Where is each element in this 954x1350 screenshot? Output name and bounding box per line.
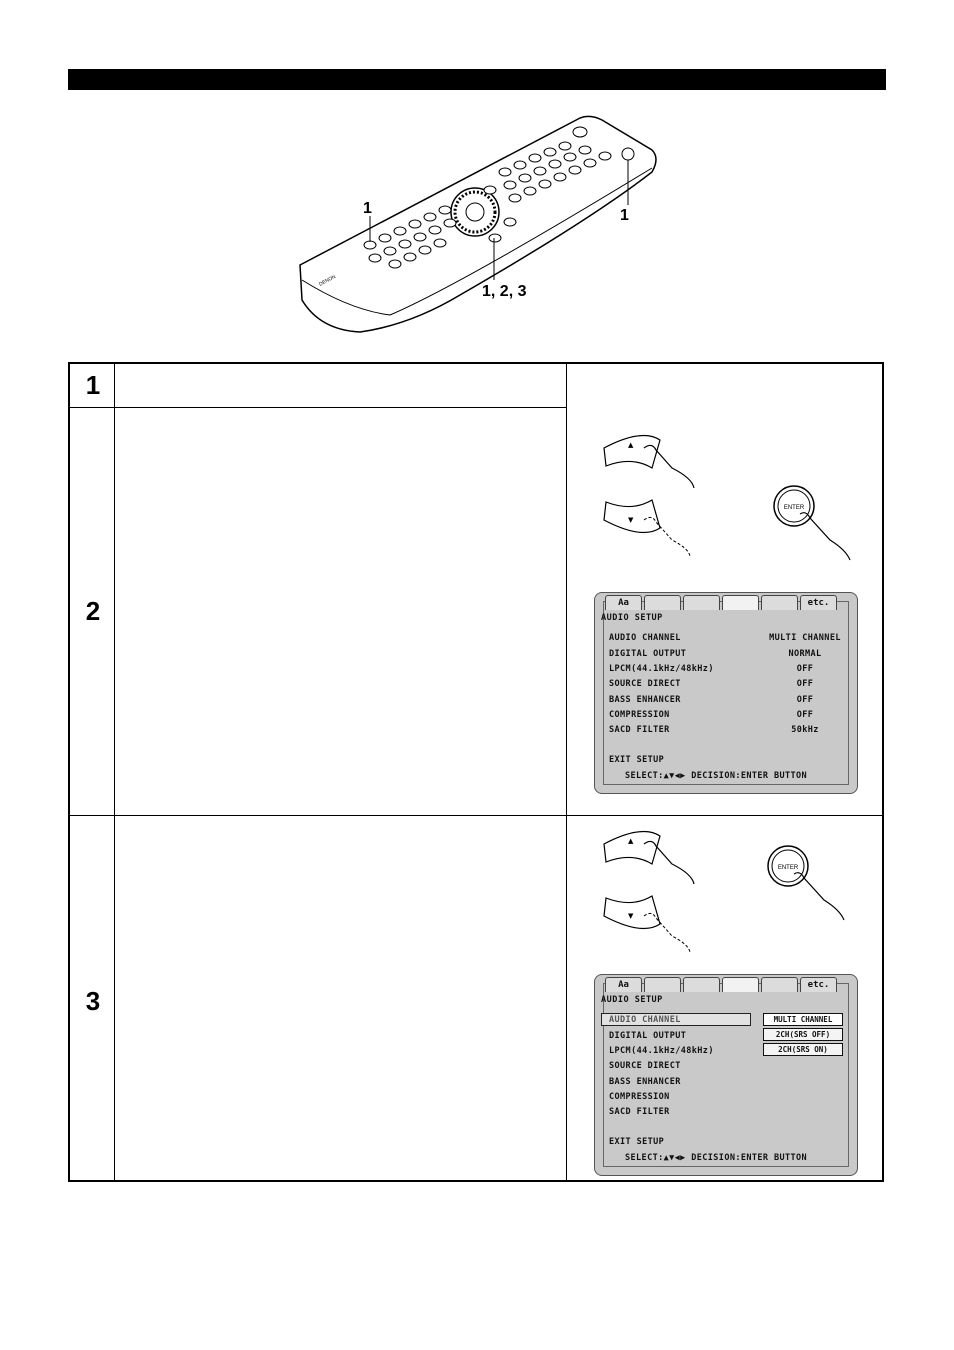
osd-row-label: SOURCE DIRECT bbox=[609, 679, 681, 689]
steps-table: 1 2 3 ▲ ▼ ENTER Aa etc. AUDIO SETUP AUDI… bbox=[68, 362, 884, 1182]
cursor-buttons-illustration: ▲ ▼ bbox=[603, 830, 695, 953]
osd-row-value: OFF bbox=[796, 664, 814, 674]
steps-illustration-divider bbox=[566, 364, 567, 1180]
osd-option-2ch-srs-off: 2CH(SRS OFF) bbox=[763, 1028, 843, 1041]
osd-title: AUDIO SETUP bbox=[601, 995, 663, 1005]
cursor-buttons-illustration: ▲ ▼ bbox=[603, 434, 695, 557]
osd-tab-language: Aa bbox=[605, 595, 642, 610]
enter-label: ENTER bbox=[778, 865, 799, 871]
osd-row-label: BASS ENHANCER bbox=[609, 695, 681, 705]
osd-row-highlight bbox=[601, 1013, 751, 1026]
osd-audio-channel-screen: Aa etc. AUDIO SETUP AUDIO CHANNEL DIGITA… bbox=[594, 974, 858, 1176]
enter-button-illustration: ENTER bbox=[773, 485, 851, 561]
osd-footer: SELECT:▲▼◀▶ DECISION:ENTER BUTTON bbox=[625, 771, 808, 781]
osd-exit-setup: EXIT SETUP bbox=[609, 1137, 665, 1147]
osd-row-value: NORMAL bbox=[788, 649, 822, 659]
down-arrow-icon: ▼ bbox=[628, 912, 634, 920]
row-divider-1 bbox=[70, 407, 566, 408]
callout-left: 1 bbox=[363, 200, 372, 217]
step-number-2: 2 bbox=[85, 596, 101, 626]
callout-bottom: 1, 2, 3 bbox=[482, 283, 527, 300]
callout-right: 1 bbox=[620, 207, 629, 224]
osd-tab-audio bbox=[722, 595, 759, 610]
osd-row-label: DIGITAL OUTPUT bbox=[609, 649, 687, 659]
osd-row-value: OFF bbox=[796, 710, 814, 720]
osd-tab-etc: etc. bbox=[800, 595, 837, 610]
osd-option-multi-channel: MULTI CHANNEL bbox=[763, 1013, 843, 1026]
osd-row-value: 50kHz bbox=[791, 725, 819, 735]
osd-option-2ch-srs-on: 2CH(SRS ON) bbox=[763, 1043, 843, 1056]
osd-exit-setup: EXIT SETUP bbox=[609, 755, 665, 765]
up-arrow-icon: ▲ bbox=[628, 837, 634, 845]
osd-tab-audio bbox=[722, 977, 759, 992]
osd-tab-key bbox=[761, 977, 798, 992]
osd-tab-disc bbox=[644, 595, 681, 610]
remote-control-illustration: DENON 1 1 1, 2, 3 bbox=[290, 110, 670, 335]
row-divider-2 bbox=[70, 815, 884, 816]
step-number-3: 3 bbox=[85, 986, 101, 1016]
osd-tab-bar: Aa etc. bbox=[605, 595, 837, 611]
osd-row-value: OFF bbox=[796, 695, 814, 705]
enter-button-illustration: ENTER bbox=[767, 845, 845, 921]
osd-row-label: SACD FILTER bbox=[609, 725, 670, 735]
osd-tab-video bbox=[683, 977, 720, 992]
osd-audio-setup-screen: Aa etc. AUDIO SETUP AUDIO CHANNEL MULTI … bbox=[594, 592, 858, 794]
osd-row-label: AUDIO CHANNEL bbox=[609, 1015, 681, 1025]
header-bar bbox=[68, 69, 886, 90]
osd-row-label: COMPRESSION bbox=[609, 1092, 670, 1102]
remote-control-icon: DENON bbox=[299, 115, 657, 333]
osd-tab-etc: etc. bbox=[800, 977, 837, 992]
up-arrow-icon: ▲ bbox=[628, 441, 634, 449]
osd-row-label: DIGITAL OUTPUT bbox=[609, 1031, 687, 1041]
osd-title: AUDIO SETUP bbox=[601, 613, 663, 623]
osd-tab-language: Aa bbox=[605, 977, 642, 992]
osd-tab-bar: Aa etc. bbox=[605, 977, 837, 993]
osd-row-label: BASS ENHANCER bbox=[609, 1077, 681, 1087]
osd-tab-key bbox=[761, 595, 798, 610]
osd-row-value: MULTI CHANNEL bbox=[769, 633, 841, 643]
osd-row-label: AUDIO CHANNEL bbox=[609, 633, 681, 643]
step-number-1: 1 bbox=[85, 370, 101, 400]
osd-tab-disc bbox=[644, 977, 681, 992]
osd-row-label: COMPRESSION bbox=[609, 710, 670, 720]
osd-row-label: LPCM(44.1kHz/48kHz) bbox=[609, 664, 714, 674]
osd-tab-video bbox=[683, 595, 720, 610]
enter-label: ENTER bbox=[784, 505, 805, 511]
osd-row-label: SOURCE DIRECT bbox=[609, 1061, 681, 1071]
osd-row-label: LPCM(44.1kHz/48kHz) bbox=[609, 1046, 714, 1056]
osd-row-label: SACD FILTER bbox=[609, 1107, 670, 1117]
steps-column-divider bbox=[114, 364, 115, 1180]
osd-row-value: OFF bbox=[796, 679, 814, 689]
down-arrow-icon: ▼ bbox=[628, 516, 634, 524]
osd-footer: SELECT:▲▼◀▶ DECISION:ENTER BUTTON bbox=[625, 1153, 808, 1163]
